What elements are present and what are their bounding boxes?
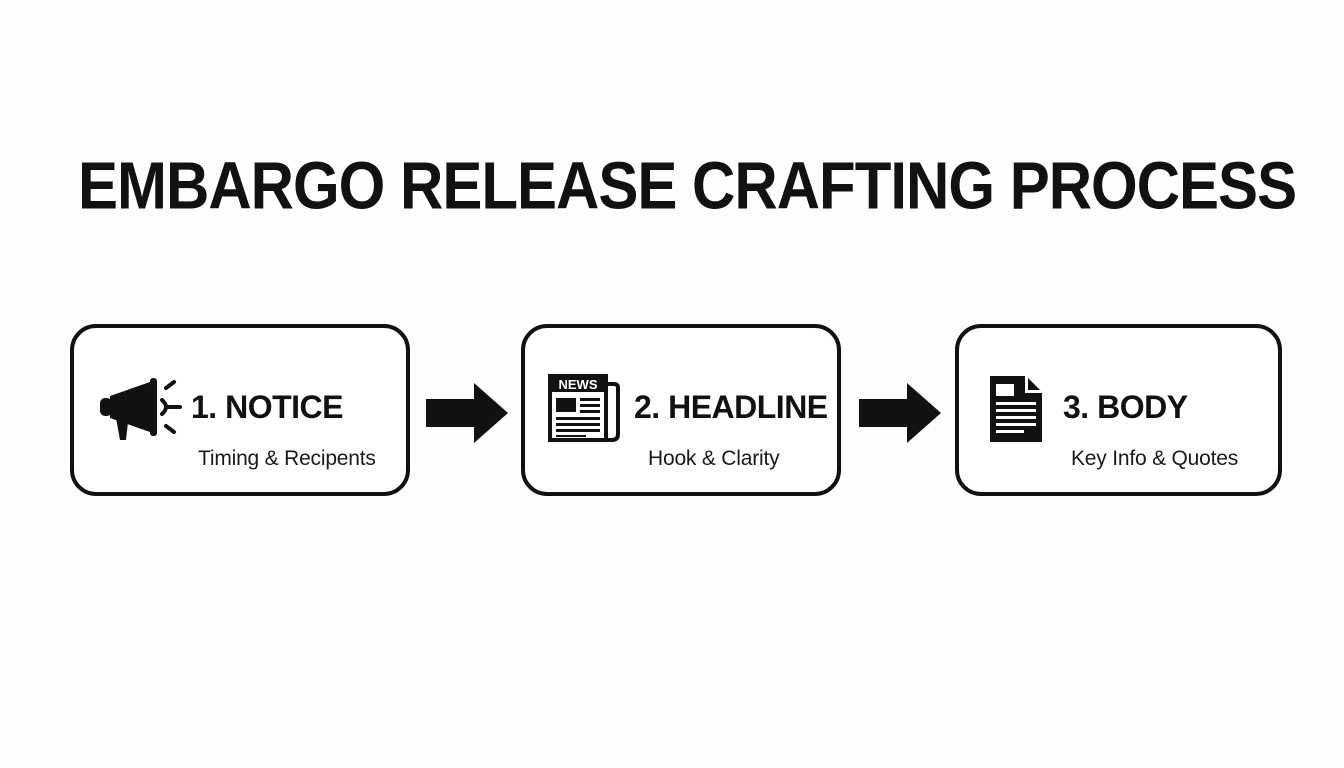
step-notice-title: 1. NOTICE (191, 389, 343, 425)
newspaper-icon: NEWS (548, 374, 620, 442)
step-notice-subtitle: Timing & Recipents (198, 447, 376, 470)
document-icon (990, 376, 1042, 442)
arrow-right-icon (859, 383, 941, 443)
page-title: EMBARGO RELEASE CRAFTING PROCESS (78, 148, 1297, 224)
step-body-title: 3. BODY (1063, 389, 1188, 425)
step-headline-subtitle: Hook & Clarity (648, 447, 780, 470)
step-headline-box: NEWS 2. HEADLINE Hook & Clarity (521, 324, 841, 496)
step-body-box: 3. BODY Key Info & Quotes (955, 324, 1282, 496)
newspaper-icon-text: NEWS (559, 377, 598, 392)
step-notice-box: 1. NOTICE Timing & Recipents (70, 324, 410, 496)
megaphone-icon (100, 378, 182, 440)
arrow-right-icon (426, 383, 508, 443)
step-headline-title: 2. HEADLINE (634, 389, 828, 425)
step-body-subtitle: Key Info & Quotes (1071, 447, 1239, 470)
